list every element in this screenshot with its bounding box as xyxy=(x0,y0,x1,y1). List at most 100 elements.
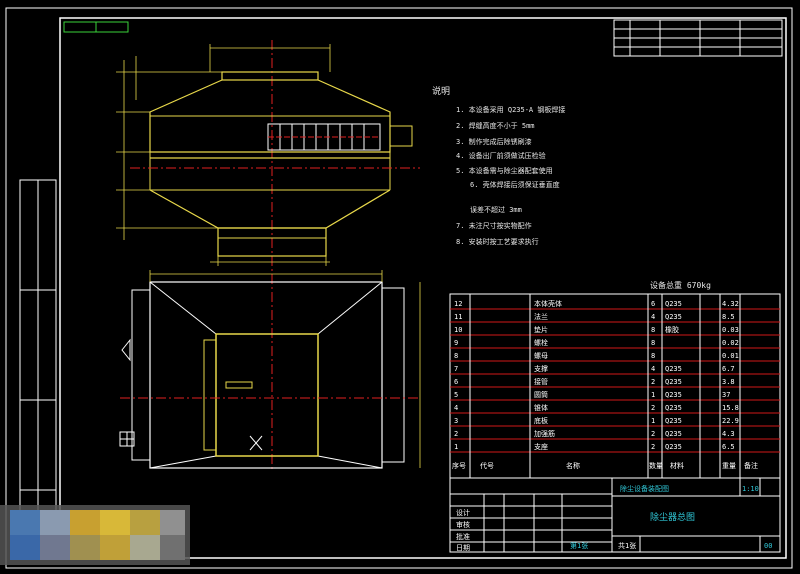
cell-weight: 15.8 xyxy=(722,404,739,412)
note-item: 4. 设备出厂前须做试压检验 xyxy=(456,151,546,160)
table-row: 8 螺母 8 0.01 xyxy=(454,351,739,360)
note-item: 7. 未注尺寸按实物配作 xyxy=(456,221,532,230)
label-review: 审核 xyxy=(456,520,470,529)
cell-qty: 8 xyxy=(651,339,655,347)
cell-weight: 0.01 xyxy=(722,352,739,360)
header-mat: 材料 xyxy=(670,461,684,470)
cell-name: 圆筒 xyxy=(534,390,548,399)
elevation-view xyxy=(116,40,420,470)
cell-weight: 0.03 xyxy=(722,326,739,334)
cell-name: 螺母 xyxy=(534,351,548,360)
cell-no: 2 xyxy=(454,430,458,438)
cell-weight: 37 xyxy=(722,391,730,399)
cell-mat: 橡胶 xyxy=(665,325,679,334)
note-item: 6. 壳体焊接后须保证垂直度 xyxy=(470,180,560,189)
sheet-count: 共1张 xyxy=(618,541,636,550)
cell-qty: 2 xyxy=(651,443,655,451)
scale-label: 1:10 xyxy=(742,485,759,493)
cell-qty: 2 xyxy=(651,404,655,412)
cell-name: 底板 xyxy=(534,416,548,425)
weight-note: 设备总重 670kg xyxy=(650,280,711,290)
cell-mat: Q235 xyxy=(665,378,682,386)
cell-name: 本体壳体 xyxy=(534,299,562,308)
table-row: 5 圆筒 1 Q235 37 xyxy=(454,390,730,399)
cell-weight: 4.3 xyxy=(722,430,735,438)
note-item: 2. 焊缝高度不小于 5mm xyxy=(456,121,535,130)
cell-weight: 8.5 xyxy=(722,313,735,321)
note-item: 误差不超过 3mm xyxy=(470,205,522,214)
cell-name: 接管 xyxy=(534,377,548,386)
drawing-frame xyxy=(59,17,787,559)
cell-qty: 4 xyxy=(651,313,655,321)
cell-qty: 1 xyxy=(651,391,655,399)
note-item: 5. 本设备需与除尘器配套使用 xyxy=(456,166,553,175)
header-remark: 备注 xyxy=(744,461,758,470)
bom-rows: 12 本体壳体 6 Q235 4.32 11 法兰 4 Q235 8.5 10 … xyxy=(452,299,758,470)
sheet-border xyxy=(5,7,793,569)
cell-name: 加强筋 xyxy=(534,429,555,438)
cell-mat: Q235 xyxy=(665,391,682,399)
table-row: 12 本体壳体 6 Q235 4.32 xyxy=(454,299,739,308)
drawing-code: 00 xyxy=(764,542,772,550)
cell-weight: 6.7 xyxy=(722,365,735,373)
cell-weight: 6.5 xyxy=(722,443,735,451)
notes-heading: 说明 xyxy=(432,85,450,97)
table-row: 4 锥体 2 Q235 15.8 xyxy=(454,403,739,412)
cell-no: 1 xyxy=(454,443,458,451)
cell-name: 垫片 xyxy=(534,325,548,334)
cell-name: 锥体 xyxy=(534,403,548,412)
cell-weight: 22.9 xyxy=(722,417,739,425)
cell-mat: Q235 xyxy=(665,443,682,451)
watermark-blur xyxy=(0,505,190,565)
table-row: 6 接管 2 Q235 3.8 xyxy=(454,377,735,386)
cell-mat: Q235 xyxy=(665,365,682,373)
table-row: 10 垫片 8 橡胶 0.03 xyxy=(454,325,739,334)
cell-no: 3 xyxy=(454,417,458,425)
cell-no: 7 xyxy=(454,365,458,373)
label-approve: 批准 xyxy=(456,532,470,541)
cell-no: 6 xyxy=(454,378,458,386)
header-no: 序号 xyxy=(452,461,466,470)
notes-list: 1. 本设备采用 Q235-A 钢板焊接 2. 焊缝高度不小于 5mm 3. 制… xyxy=(456,105,565,246)
table-row: 7 支撑 4 Q235 6.7 xyxy=(454,364,735,373)
cell-no: 9 xyxy=(454,339,458,347)
cell-no: 4 xyxy=(454,404,458,412)
title-block xyxy=(449,477,781,553)
revision-table xyxy=(613,19,783,57)
project-name: 除尘设备装配图 xyxy=(620,484,669,493)
cell-mat: Q235 xyxy=(665,313,682,321)
cell-weight: 4.32 xyxy=(722,300,739,308)
table-row: 11 法兰 4 Q235 8.5 xyxy=(454,312,735,321)
cell-no: 11 xyxy=(454,313,462,321)
cell-name: 支座 xyxy=(534,442,548,451)
cell-mat: Q235 xyxy=(665,300,682,308)
sheet-part: 第1张 xyxy=(570,541,588,550)
bom-table xyxy=(449,293,781,479)
cell-qty: 2 xyxy=(651,378,655,386)
cell-name: 螺栓 xyxy=(534,338,548,347)
cell-name: 法兰 xyxy=(534,312,548,321)
label-date: 日期 xyxy=(456,544,470,552)
table-row: 1 支座 2 Q235 6.5 xyxy=(454,442,735,451)
header-qty: 数量 xyxy=(649,461,663,470)
note-item: 8. 安装时按工艺要求执行 xyxy=(456,237,539,246)
table-header: 序号 代号 名称 数量 材料 重量 备注 xyxy=(452,461,758,470)
cell-mat: Q235 xyxy=(665,404,682,412)
cell-mat: Q235 xyxy=(665,417,682,425)
cell-qty: 4 xyxy=(651,365,655,373)
table-row: 2 加强筋 2 Q235 4.3 xyxy=(454,429,735,438)
cell-qty: 2 xyxy=(651,430,655,438)
cell-mat: Q235 xyxy=(665,430,682,438)
cell-name: 支撑 xyxy=(534,364,548,373)
table-row: 3 底板 1 Q235 22.9 xyxy=(454,416,739,425)
note-item: 1. 本设备采用 Q235-A 钢板焊接 xyxy=(456,105,565,114)
cell-no: 10 xyxy=(454,326,462,334)
cell-weight: 3.8 xyxy=(722,378,735,386)
cell-no: 12 xyxy=(454,300,462,308)
header-name: 名称 xyxy=(566,461,580,470)
note-item: 3. 制作完成后除锈刷漆 xyxy=(456,137,532,146)
cell-no: 8 xyxy=(454,352,458,360)
cell-qty: 8 xyxy=(651,326,655,334)
drawing-title: 除尘器总图 xyxy=(650,511,695,523)
